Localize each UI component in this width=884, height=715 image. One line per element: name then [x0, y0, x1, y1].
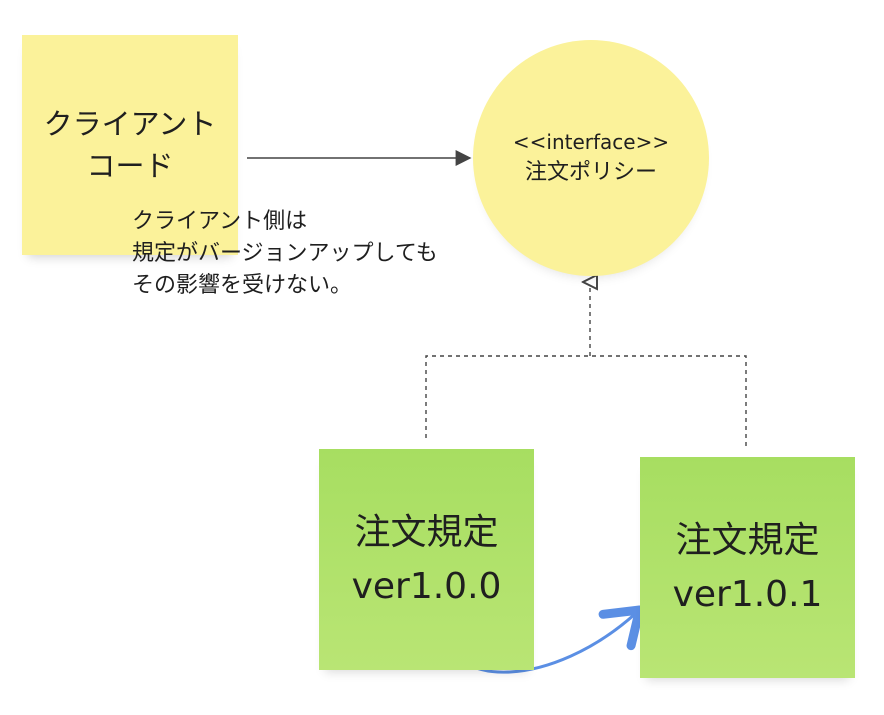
order-rule-v100-label: 注文規定 ver1.0.0: [351, 511, 502, 607]
interface-stereotype: <<interface>>: [512, 129, 670, 154]
order-rule-v101-note: 注文規定 ver1.0.1: [640, 457, 855, 678]
interface-name: 注文ポリシー: [524, 159, 657, 185]
order-rule-v101-label: 注文規定 ver1.0.1: [672, 519, 823, 615]
order-rule-v100-note: 注文規定 ver1.0.0: [319, 449, 534, 670]
client-impact-note: クライアント側は 規定がバージョンアップしても その影響を受けない。: [132, 209, 438, 298]
client-code-label: クライアント コード: [43, 106, 217, 183]
order-policy-interface: <<interface>> 注文ポリシー: [473, 40, 709, 276]
implementation-dependency-path: [425, 355, 747, 446]
client-code-note: クライアント コード: [22, 35, 238, 255]
